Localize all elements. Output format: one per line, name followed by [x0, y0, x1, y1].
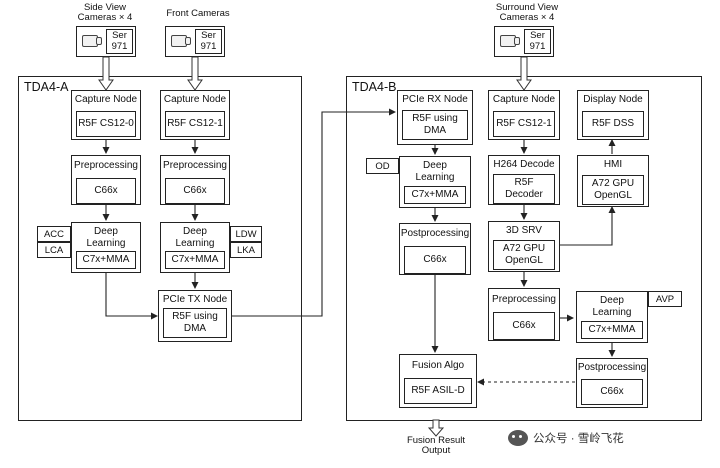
tda4a-title: TDA4-A	[24, 80, 69, 94]
watermark-text: 公众号 · 雪岭飞花	[533, 433, 624, 445]
camera-lens-icon	[96, 37, 102, 45]
pcie-rx-node: PCIe RX Node R5F using DMA	[397, 90, 473, 145]
node-title: Capture Node	[74, 94, 138, 105]
tag-od: OD	[366, 158, 399, 174]
node-title: Capture Node	[163, 94, 227, 105]
node-title: 3D SRV	[506, 225, 542, 236]
node-title: Deep Learning	[415, 160, 455, 183]
hmi-node: HMI A72 GPU OpenGL	[577, 155, 649, 207]
node-title: Preprocessing	[163, 160, 227, 171]
ser971-chip: Ser 971	[524, 29, 551, 54]
node-title: H264 Decode	[493, 159, 555, 170]
postprocessing-node-b1: Postprocessing C66x	[576, 358, 648, 408]
core-label: A72 GPU OpenGL	[582, 174, 644, 205]
preprocessing-node-b: Preprocessing C66x	[488, 288, 560, 341]
core-label: A72 GPU OpenGL	[493, 239, 555, 270]
core-label: C7x+MMA	[76, 251, 136, 269]
tag-acc: ACC	[37, 226, 71, 242]
core-label: C66x	[581, 378, 643, 405]
deep-learning-node-od: Deep Learning C7x+MMA	[399, 156, 471, 208]
fusion-algo-node: Fusion Algo R5F ASIL-D	[399, 354, 477, 408]
node-title: HMI	[603, 159, 623, 170]
watermark: 公众号 · 雪岭飞花	[508, 430, 624, 446]
deep-learning-node-a0: Deep Learning C7x+MMA	[71, 222, 141, 273]
front-cameras-label: Front Cameras	[166, 8, 230, 19]
tag-lca: LCA	[37, 242, 71, 258]
display-node: Display Node R5F DSS	[577, 90, 649, 140]
core-label: C66x	[76, 177, 136, 204]
core-label: C66x	[493, 311, 555, 340]
node-title: Preprocessing	[492, 294, 556, 305]
ser971-chip: Ser 971	[195, 29, 222, 54]
capture-node-cs12-0: Capture Node R5F CS12-0	[71, 90, 141, 140]
h264-decode-node: H264 Decode R5F Decoder	[488, 155, 560, 205]
node-title: PCIe TX Node	[162, 294, 228, 305]
camera-lens-icon	[185, 37, 191, 45]
core-label: C66x	[404, 245, 466, 274]
node-title: PCIe RX Node	[402, 94, 468, 105]
postprocessing-node-b0: Postprocessing C66x	[399, 223, 471, 275]
ser971-chip: Ser 971	[106, 29, 133, 54]
tda4b-title: TDA4-B	[352, 80, 397, 94]
node-title: Deep Learning	[175, 226, 215, 249]
fusion-result-output-label: Fusion Result Output	[406, 435, 466, 457]
node-title: Preprocessing	[74, 160, 138, 171]
tag-ldw: LDW	[230, 226, 262, 242]
node-title: Deep Learning	[86, 226, 126, 249]
capture-node-b: Capture Node R5F CS12-1	[488, 90, 560, 140]
3d-srv-node: 3D SRV A72 GPU OpenGL	[488, 221, 560, 272]
preprocessing-node-a0: Preprocessing C66x	[71, 155, 141, 205]
core-label: C7x+MMA	[404, 186, 466, 204]
node-title: Display Node	[583, 94, 643, 105]
preprocessing-node-a1: Preprocessing C66x	[160, 155, 230, 205]
capture-node-cs12-1: Capture Node R5F CS12-1	[160, 90, 230, 140]
tag-lka: LKA	[230, 242, 262, 258]
node-title: Capture Node	[492, 94, 556, 105]
core-label: C66x	[165, 177, 225, 204]
core-label: R5F ASIL-D	[404, 377, 472, 404]
node-title: Postprocessing	[400, 228, 470, 239]
core-label: C7x+MMA	[581, 321, 643, 339]
node-title: Deep Learning	[592, 295, 632, 318]
deep-learning-node-avp: Deep Learning C7x+MMA	[576, 291, 648, 343]
core-label: R5F DSS	[582, 110, 644, 137]
surround-cameras-label: Surround View Cameras × 4	[495, 2, 559, 24]
core-label: C7x+MMA	[165, 251, 225, 269]
core-label: R5F using DMA	[402, 109, 468, 140]
deep-learning-node-a1: Deep Learning C7x+MMA	[160, 222, 230, 273]
pcie-tx-node: PCIe TX Node R5F using DMA	[158, 290, 232, 342]
core-label: R5F using DMA	[163, 307, 227, 338]
core-label: R5F CS12-1	[493, 110, 555, 137]
core-label: R5F CS12-1	[165, 110, 225, 137]
core-label: R5F Decoder	[493, 173, 555, 204]
camera-lens-icon	[514, 37, 520, 45]
tag-avp: AVP	[648, 291, 682, 307]
node-title: Fusion Algo	[411, 360, 465, 371]
wechat-icon	[508, 430, 528, 446]
node-title: Postprocessing	[577, 362, 647, 373]
side-cameras-label: Side View Cameras × 4	[77, 2, 133, 24]
core-label: R5F CS12-0	[76, 110, 136, 137]
